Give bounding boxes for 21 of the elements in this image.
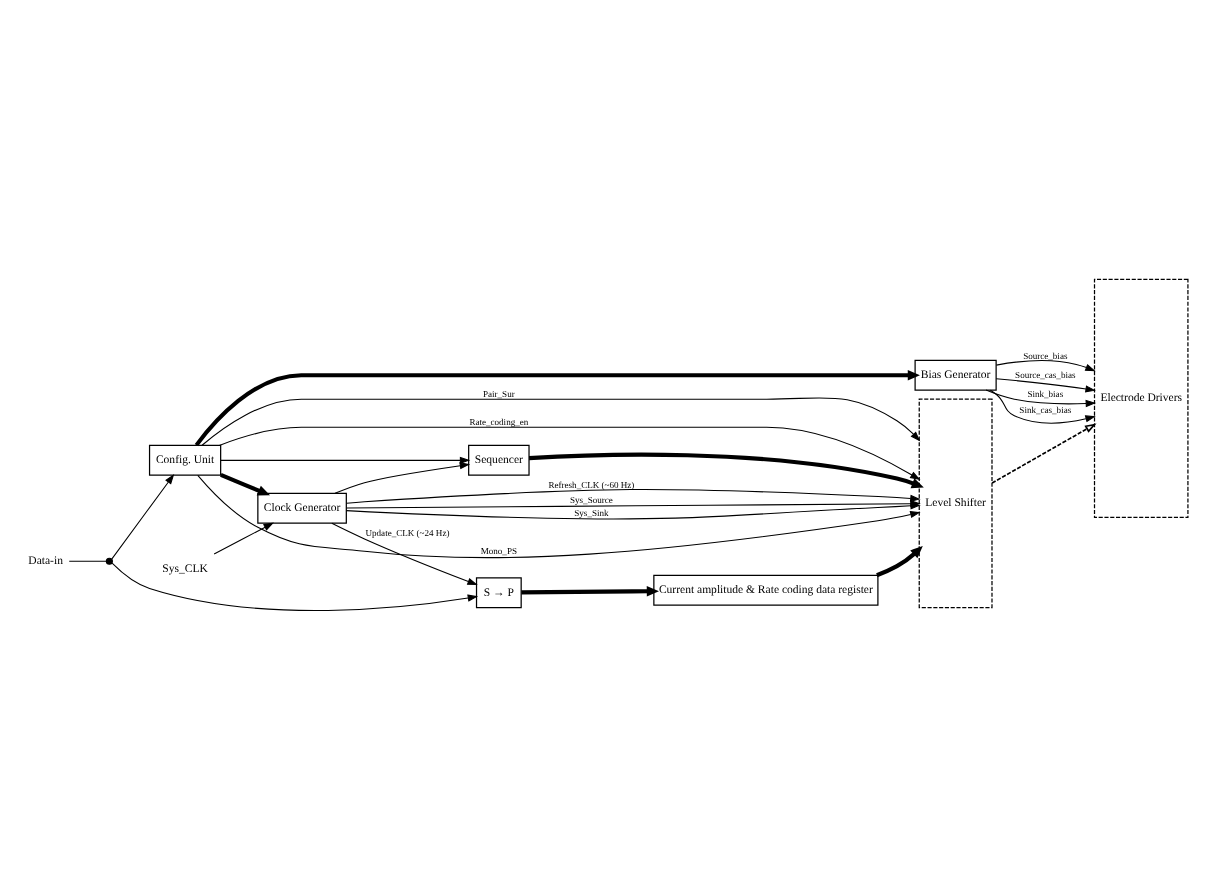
arrow xyxy=(201,397,921,446)
arrow xyxy=(218,426,921,481)
arrow xyxy=(334,462,471,494)
node-switch xyxy=(105,557,113,565)
arrow xyxy=(521,585,659,597)
arrow xyxy=(985,389,1097,408)
connector xyxy=(68,560,107,562)
arrow xyxy=(213,522,274,555)
arrow xyxy=(111,474,175,560)
arrow xyxy=(991,423,1097,484)
arrow xyxy=(220,456,471,464)
arrow xyxy=(111,562,479,611)
arrow xyxy=(528,452,924,489)
arrow xyxy=(989,389,1096,424)
arrow xyxy=(995,378,1096,393)
arrow xyxy=(346,488,921,504)
arrow xyxy=(331,522,478,586)
arrow xyxy=(995,360,1096,372)
arrow xyxy=(220,472,270,496)
arrow xyxy=(876,546,923,578)
arrow xyxy=(194,369,920,447)
